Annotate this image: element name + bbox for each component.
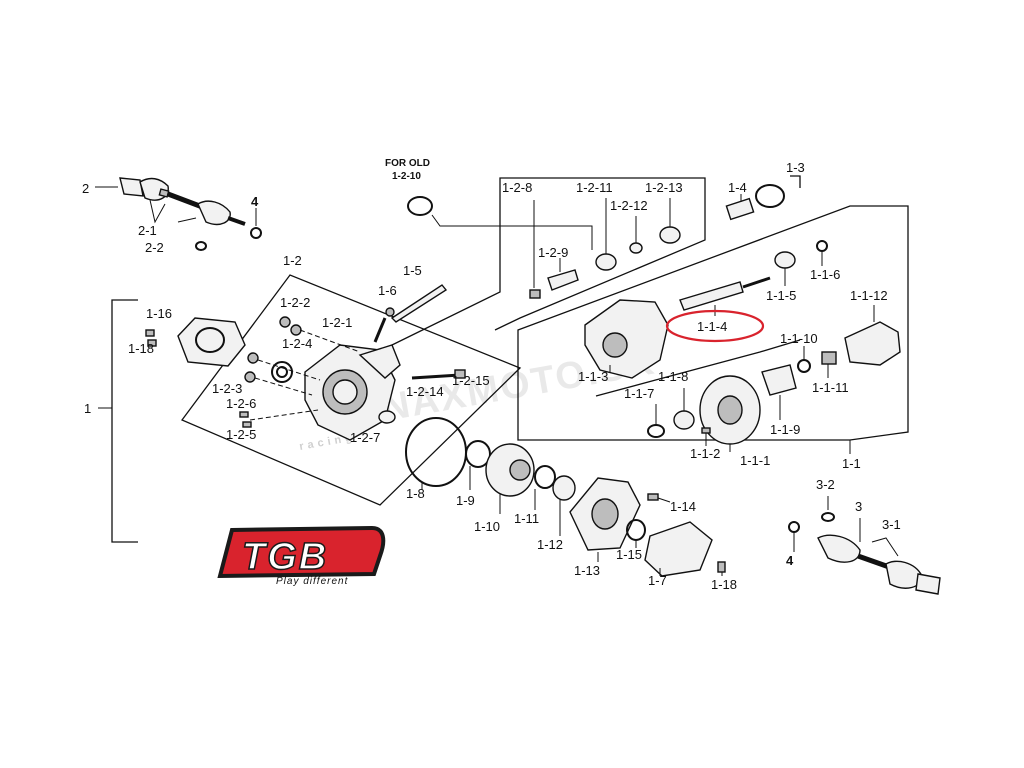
label-3: 3 bbox=[855, 499, 862, 514]
label-4-bottom: 4 bbox=[786, 553, 794, 568]
label-1-2-7: 1-2-7 bbox=[350, 430, 380, 445]
label-1-2: 1-2 bbox=[283, 253, 302, 268]
label-2-2: 2-2 bbox=[145, 240, 164, 255]
label-1: 1 bbox=[84, 401, 91, 416]
note-line1: FOR OLD bbox=[385, 158, 430, 169]
label-1-11: 1-11 bbox=[514, 511, 539, 526]
left-plate bbox=[145, 317, 246, 367]
label-1-1: 1-1 bbox=[842, 456, 861, 471]
label-1-8: 1-8 bbox=[406, 486, 425, 501]
highlight-circle bbox=[665, 309, 765, 343]
label-1-2-3: 1-2-3 bbox=[212, 381, 242, 396]
bracket-1 bbox=[111, 299, 138, 543]
tgb-logo: TGB Play different bbox=[217, 525, 386, 587]
label-1-14: 1-14 bbox=[670, 499, 696, 514]
label-1-6: 1-6 bbox=[378, 283, 397, 298]
label-1-9: 1-9 bbox=[456, 493, 475, 508]
label-1-2-6: 1-2-6 bbox=[226, 396, 256, 411]
label-1-3: 1-3 bbox=[786, 160, 805, 175]
label-1-1-11: 1-1-11 bbox=[812, 380, 849, 395]
label-1-1-1: 1-1-1 bbox=[740, 453, 770, 468]
axle-3 bbox=[788, 496, 941, 595]
label-1-4: 1-4 bbox=[728, 180, 747, 195]
logo-background bbox=[217, 525, 386, 579]
logo-text: TGB bbox=[242, 536, 328, 578]
label-2: 2 bbox=[82, 181, 89, 196]
label-1-1-12: 1-1-12 bbox=[850, 288, 888, 303]
label-1-10: 1-10 bbox=[474, 519, 500, 534]
label-1-1-4: 1-1-4 bbox=[697, 319, 727, 334]
label-1-2-4: 1-2-4 bbox=[282, 336, 312, 351]
label-1-2-14: 1-2-14 bbox=[406, 384, 444, 399]
label-1-2-5: 1-2-5 bbox=[226, 427, 256, 442]
label-1-2-1: 1-2-1 bbox=[322, 315, 352, 330]
frame-1-1-inner bbox=[595, 339, 801, 397]
label-1-2-2: 1-2-2 bbox=[280, 295, 310, 310]
housing-1-2 bbox=[239, 284, 466, 441]
top-parts bbox=[407, 196, 681, 299]
frame-1-2 bbox=[180, 274, 522, 506]
label-1-7: 1-7 bbox=[648, 573, 667, 588]
note-line2: 1-2-10 bbox=[392, 171, 421, 182]
group-1-1-parts bbox=[584, 184, 901, 454]
label-4-top: 4 bbox=[251, 194, 259, 209]
frame-1-1 bbox=[517, 205, 909, 441]
label-1-18-right: 1-18 bbox=[711, 577, 737, 592]
label-1-2-15: 1-2-15 bbox=[452, 373, 490, 388]
label-2-1: 2-1 bbox=[138, 223, 157, 238]
label-1-1-2: 1-1-2 bbox=[690, 446, 720, 461]
gear-train bbox=[405, 417, 726, 577]
label-1-15: 1-15 bbox=[616, 547, 642, 562]
logo-tagline: Play different bbox=[276, 576, 349, 587]
label-1-2-11: 1-2-11 bbox=[576, 180, 613, 195]
label-1-13: 1-13 bbox=[574, 563, 600, 578]
axle-2 bbox=[95, 177, 262, 251]
label-1-2-9: 1-2-9 bbox=[538, 245, 568, 260]
part-labels: FOR OLD 1-2-10 1 1-1 1-1-1 1-1-2 1-1-3 1… bbox=[82, 158, 901, 592]
label-1-2-13: 1-2-13 bbox=[645, 180, 683, 195]
label-1-2-12: 1-2-12 bbox=[610, 198, 648, 213]
label-1-18-left: 1-18 bbox=[128, 341, 154, 356]
label-1-1-3: 1-1-3 bbox=[578, 369, 608, 384]
label-1-5: 1-5 bbox=[403, 263, 422, 278]
label-3-1: 3-1 bbox=[882, 517, 901, 532]
label-1-1-8: 1-1-8 bbox=[658, 369, 688, 384]
label-1-1-6: 1-1-6 bbox=[810, 267, 840, 282]
group-frames bbox=[98, 175, 909, 543]
label-1-1-10: 1-1-10 bbox=[780, 331, 818, 346]
label-1-1-5: 1-1-5 bbox=[766, 288, 796, 303]
label-1-16: 1-16 bbox=[146, 306, 172, 321]
label-1-1-9: 1-1-9 bbox=[770, 422, 800, 437]
frame-1-2-top bbox=[391, 177, 706, 346]
label-3-2: 3-2 bbox=[816, 477, 835, 492]
label-1-2-8: 1-2-8 bbox=[502, 180, 532, 195]
label-1-1-7: 1-1-7 bbox=[624, 386, 654, 401]
label-1-12: 1-12 bbox=[537, 537, 563, 552]
